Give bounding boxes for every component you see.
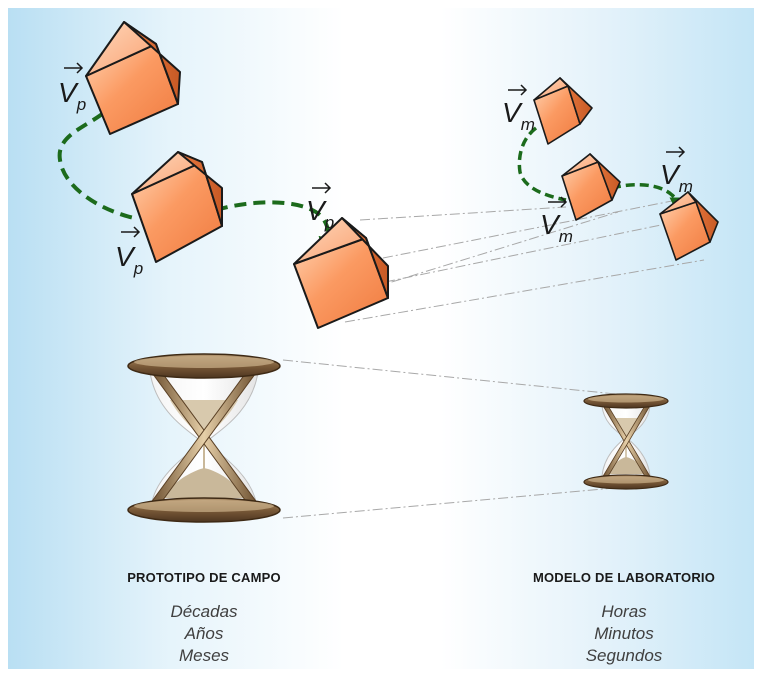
vector-arrow-icon	[312, 182, 332, 194]
velocity-label-model-1: Vm	[502, 84, 535, 134]
prototype-time-2: Años	[184, 624, 224, 643]
model-time-1: Horas	[601, 602, 647, 621]
model-cube-2	[561, 153, 621, 221]
vector-arrow-icon	[666, 146, 686, 158]
prototype-cube-1	[85, 21, 181, 135]
hourglass-large-icon	[127, 353, 281, 523]
model-time-3: Segundos	[585, 646, 663, 665]
vector-arrow-icon	[121, 226, 141, 238]
prototype-caption: PROTOTIPO DE CAMPO Décadas Años Meses	[74, 570, 334, 667]
prototype-time-3: Meses	[178, 646, 230, 665]
svg-text:Vp: Vp	[115, 241, 143, 278]
velocity-label-prototype-3: Vp	[306, 182, 334, 232]
prototype-time-1: Décadas	[170, 602, 238, 621]
projection-line	[282, 486, 626, 519]
svg-text:Vp: Vp	[58, 77, 86, 114]
projection-line	[344, 259, 705, 323]
hourglass-small-icon	[583, 393, 669, 490]
svg-text:Vm: Vm	[660, 159, 693, 196]
prototype-cube-3	[293, 217, 389, 329]
svg-text:Vp: Vp	[306, 195, 334, 232]
projection-line	[384, 224, 662, 283]
velocity-label-prototype-1: Vp	[58, 62, 86, 114]
projection-line	[282, 359, 626, 396]
svg-text:Vm: Vm	[540, 209, 573, 246]
velocity-label-prototype-2: Vp	[115, 226, 143, 278]
model-time-2: Minutos	[594, 624, 654, 643]
vector-arrow-icon	[508, 84, 528, 96]
prototype-title: PROTOTIPO DE CAMPO	[127, 570, 281, 585]
model-trajectory-1	[517, 126, 567, 202]
velocity-label-model-3: Vm	[660, 146, 693, 196]
velocity-label-model-2: Vm	[540, 196, 573, 246]
hourglass-projection-lines	[282, 359, 626, 519]
model-cube-3	[659, 191, 719, 261]
model-cube-1	[533, 77, 593, 145]
cube-projection-lines	[339, 198, 705, 323]
projection-line	[339, 211, 619, 299]
vector-arrow-icon	[64, 62, 84, 74]
model-title: MODELO DE LABORATORIO	[532, 570, 716, 585]
vector-arrow-icon	[548, 196, 568, 208]
prototype-cube-2	[131, 151, 223, 263]
model-caption: MODELO DE LABORATORIO Horas Minutos Segu…	[494, 570, 754, 667]
svg-text:Vm: Vm	[502, 97, 535, 134]
prototype-trajectory-1	[57, 98, 135, 220]
projection-line	[359, 206, 567, 221]
projection-line	[382, 198, 683, 259]
prototype-trajectory-2	[215, 200, 343, 262]
